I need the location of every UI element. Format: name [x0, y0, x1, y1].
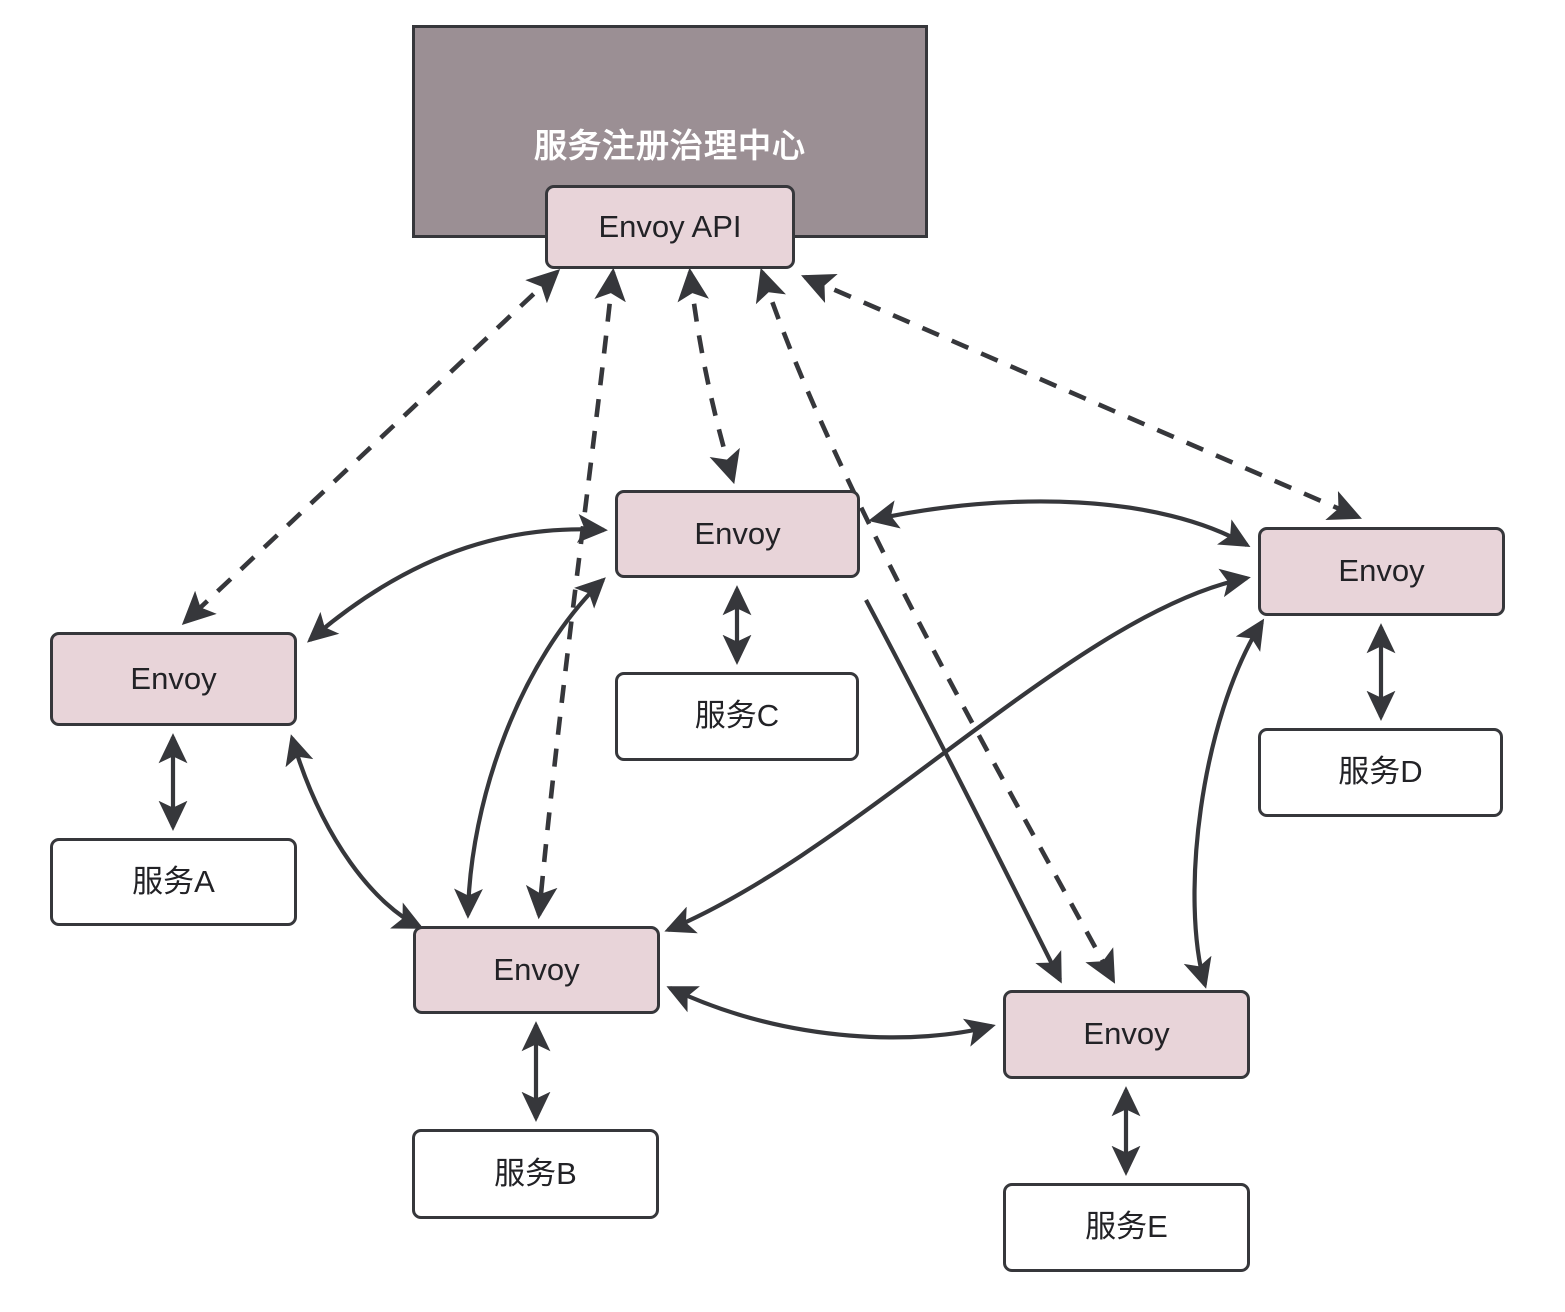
edge-envoyapi-envoyd — [801, 273, 1362, 521]
node-envoy-e-label: Envoy — [1083, 1016, 1170, 1052]
node-service-c-label: 服务C — [694, 698, 780, 734]
node-envoy-api-label: Envoy API — [598, 208, 742, 244]
edge-envoyapi-envoya — [181, 269, 561, 625]
node-envoy-c[interactable]: Envoy — [615, 490, 860, 578]
node-envoy-c-label: Envoy — [694, 515, 781, 551]
node-envoy-a[interactable]: Envoy — [50, 632, 297, 726]
edge-envoya-envoyc — [307, 514, 608, 643]
node-service-d-label: 服务D — [1338, 754, 1423, 790]
edge-envoyapi-envoyb — [525, 267, 626, 920]
edge-envoyc-envoye — [864, 599, 1062, 984]
node-envoy-b[interactable]: Envoy — [413, 926, 660, 1014]
edge-envoyapi-envoyc — [677, 267, 740, 485]
edge-envoya-envoyb — [285, 734, 424, 929]
node-service-b-label: 服务B — [494, 1155, 577, 1191]
edge-envoyd-envoye — [1183, 618, 1265, 989]
edge-envoyc-envoyd — [868, 499, 1251, 547]
node-service-e[interactable]: 服务E — [1003, 1183, 1250, 1272]
edge-envoyb-envoye — [666, 986, 996, 1047]
node-envoy-api[interactable]: Envoy API — [545, 185, 795, 269]
node-envoy-e[interactable]: Envoy — [1003, 990, 1250, 1079]
edge-envoyapi-envoye — [755, 267, 1116, 984]
node-envoy-d-label: Envoy — [1338, 553, 1425, 589]
node-service-a-label: 服务A — [132, 863, 215, 899]
node-envoy-b-label: Envoy — [493, 951, 580, 987]
node-service-e-label: 服务E — [1085, 1209, 1168, 1245]
edge-envoyc-envoyb — [454, 577, 606, 919]
node-service-b[interactable]: 服务B — [412, 1129, 659, 1219]
node-envoy-a-label: Envoy — [130, 660, 217, 696]
registry-label: 服务注册治理中心 — [534, 127, 806, 164]
node-service-a[interactable]: 服务A — [50, 838, 297, 926]
node-service-c[interactable]: 服务C — [615, 672, 859, 761]
node-envoy-d[interactable]: Envoy — [1258, 527, 1505, 616]
node-service-d[interactable]: 服务D — [1258, 728, 1503, 817]
